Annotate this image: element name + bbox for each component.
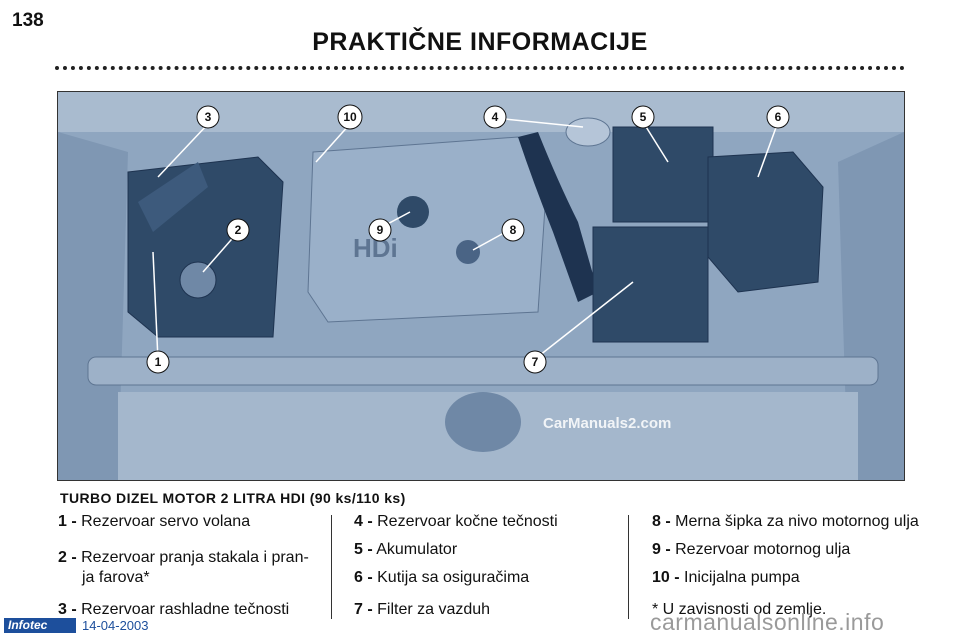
fuse-box — [707, 151, 824, 293]
legend-item-3: 3 - Rezervoar rashladne tečnosti — [58, 601, 290, 618]
infotec-logo: Infotec — [4, 618, 76, 633]
callout-9: 9 — [368, 218, 392, 242]
legend-item-2: 2 - Rezervoar pranja stakala i pran- — [58, 549, 309, 566]
svg-text:4: 4 — [492, 110, 499, 124]
legend-footnote: * U zavisnosti od zemlje. — [652, 601, 827, 618]
callout-3: 3 — [196, 105, 220, 129]
svg-text:9: 9 — [377, 223, 384, 237]
hood-edge — [58, 92, 904, 132]
legend-item-9: 9 - Rezervoar motornog ulja — [652, 541, 851, 558]
callout-1: 1 — [146, 350, 170, 374]
callout-lines — [152, 117, 779, 361]
legend-item-10: 10 - Inicijalna pumpa — [652, 569, 800, 586]
engine-bay-illustration: HDi 1 — [58, 92, 904, 480]
air-intake-hose — [518, 132, 598, 302]
svg-text:8: 8 — [510, 223, 517, 237]
left-fender — [58, 132, 128, 480]
callout-5: 5 — [631, 105, 655, 129]
hood-latch — [445, 392, 521, 452]
legend-item-4: 4 - Rezervoar kočne tečnosti — [354, 513, 558, 530]
footer-watermark: carmanualsonline.info — [650, 609, 885, 635]
callout-2: 2 — [226, 218, 250, 242]
callout-7: 7 — [523, 350, 547, 374]
air-filter-box — [592, 226, 709, 343]
svg-text:7: 7 — [532, 355, 539, 369]
legend-item-5: 5 - Akumulator — [354, 541, 458, 558]
svg-text:6: 6 — [775, 110, 782, 124]
callout-6: 6 — [766, 105, 790, 129]
svg-text:5: 5 — [640, 110, 647, 124]
dipstick-handle — [456, 240, 480, 264]
oil-filler-cap — [397, 196, 429, 228]
battery — [612, 126, 714, 223]
svg-text:10: 10 — [343, 110, 357, 124]
legend-item-6: 6 - Kutija sa osiguračima — [354, 569, 530, 586]
page-title: PRAKTIČNE INFORMACIJE — [312, 28, 648, 56]
coolant-reservoir — [138, 162, 208, 232]
column-divider-1 — [331, 515, 332, 619]
svg-text:3: 3 — [205, 110, 212, 124]
legend-item-8: 8 - Merna šipka za nivo motornog ulja — [652, 513, 919, 530]
callout-4: 4 — [483, 105, 507, 129]
legend-item-2-continued: ja farova* — [82, 569, 150, 586]
engine-heading: TURBO DIZEL MOTOR 2 LITRA HDI (90 ks/110… — [60, 490, 406, 506]
column-divider-2 — [628, 515, 629, 619]
legend-item-1: 1 - Rezervoar servo volana — [58, 513, 251, 530]
page-number: 138 — [12, 10, 44, 31]
footer-date: 14-04-2003 — [82, 618, 149, 633]
svg-text:1: 1 — [155, 355, 162, 369]
callout-8: 8 — [501, 218, 525, 242]
svg-text:2: 2 — [235, 223, 242, 237]
engine-bay-photo: HDi 1 — [57, 91, 905, 481]
washer-cap — [179, 261, 217, 299]
callout-10: 10 — [337, 104, 363, 130]
front-crossmember — [87, 356, 879, 386]
legend-item-7: 7 - Filter za vazduh — [354, 601, 491, 618]
title-divider — [55, 66, 905, 70]
brake-fluid-reservoir — [565, 117, 611, 147]
photo-watermark: CarManuals2.com — [543, 415, 672, 432]
